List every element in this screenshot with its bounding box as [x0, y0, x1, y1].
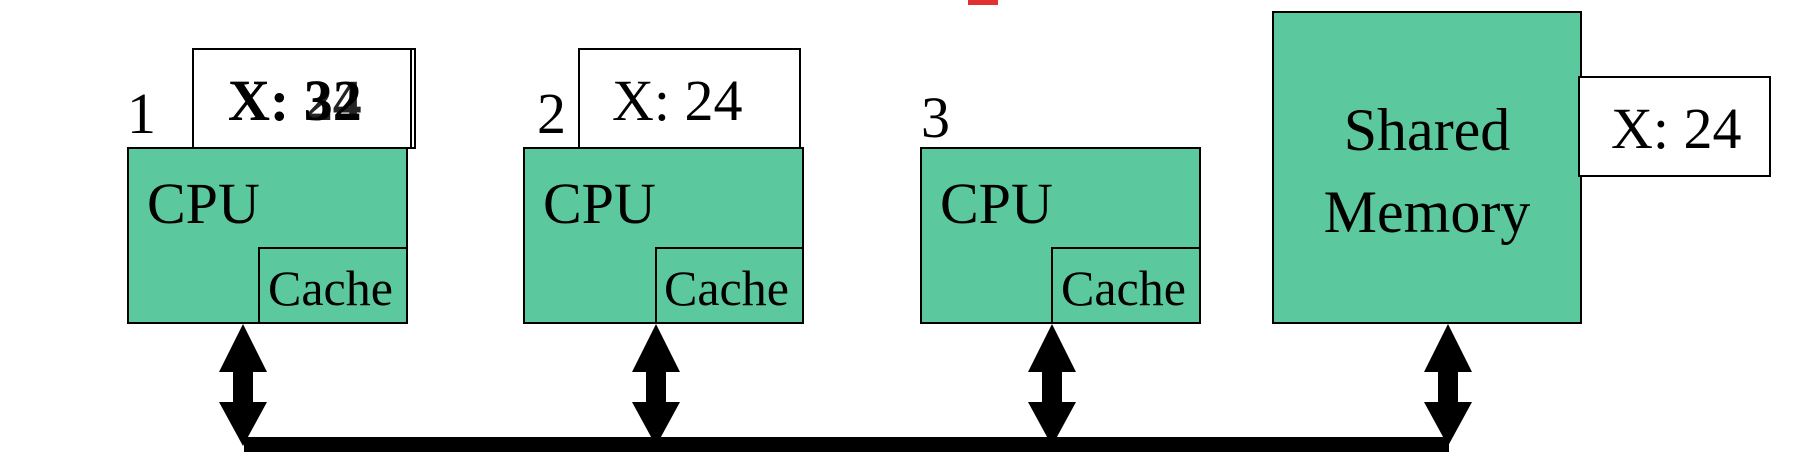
red-marker: [968, 0, 998, 5]
cache-box: [655, 247, 804, 324]
double-arrow-icon: [632, 324, 680, 446]
cpu-number: 2: [537, 81, 566, 146]
memory-box: [1272, 11, 1582, 324]
value-box: [192, 48, 412, 149]
memory-value-box: [1578, 76, 1771, 177]
cache-label: Cache: [268, 260, 393, 316]
shared-memory-unit: Shared Memory X: 24: [1272, 11, 1771, 324]
cpu-unit-1: X: 32 X: 24 1 CPU Cache: [127, 48, 416, 324]
value-text: X: 24: [612, 68, 743, 133]
value-text: X: 24: [228, 68, 362, 133]
cpu-unit-3: 3 CPU Cache: [920, 85, 1201, 324]
cache-box: [258, 247, 408, 324]
value-text-old: X: 32: [228, 68, 362, 133]
cpu-number: 1: [127, 81, 156, 146]
cpu-label: CPU: [147, 171, 260, 236]
double-arrow-icon: [1424, 324, 1472, 446]
memory-label-line2: Memory: [1324, 179, 1531, 245]
memory-label-line1: Shared: [1344, 97, 1511, 163]
bus-line: [244, 437, 1449, 452]
cpu-number: 3: [921, 85, 950, 150]
double-arrow-icon: [219, 324, 267, 446]
memory-value-text: X: 24: [1611, 96, 1742, 161]
double-arrow-icon: [1028, 324, 1076, 446]
cache-label: Cache: [664, 260, 789, 316]
cache-box: [1051, 247, 1201, 324]
cpu-label: CPU: [940, 171, 1053, 236]
cache-label: Cache: [1061, 260, 1186, 316]
cpu-unit-2: X: 24 2 CPU Cache: [523, 48, 804, 324]
cpu-label: CPU: [543, 171, 656, 236]
